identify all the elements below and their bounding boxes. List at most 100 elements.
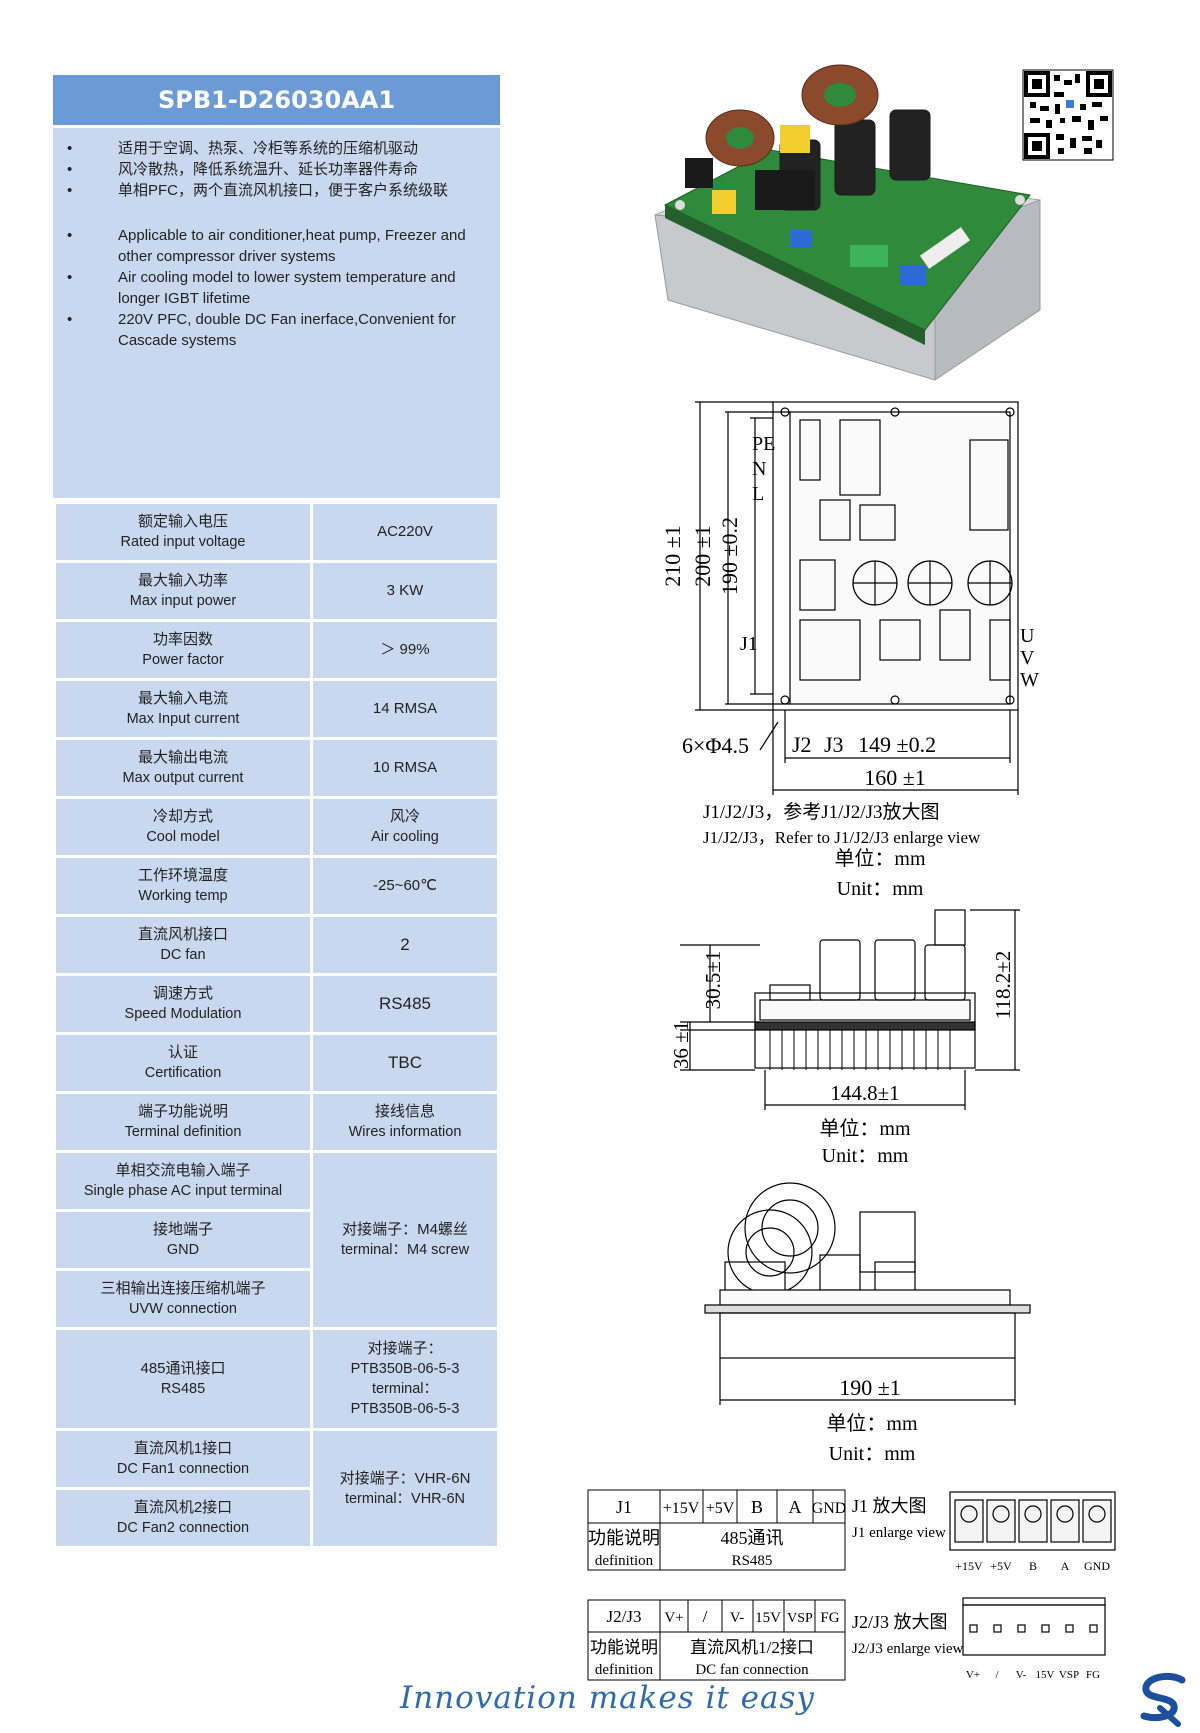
- j1-table: [587, 1489, 846, 1571]
- j1-enlarge-subtitle: J1 enlarge view: [852, 1525, 946, 1541]
- svg-text:+5V: +5V: [990, 1559, 1012, 1573]
- svg-text:210 ±1: 210 ±1: [660, 525, 685, 587]
- j1-pin-labels: +15V +5V B A GND: [955, 1559, 1110, 1573]
- svg-text:FG: FG: [820, 1610, 839, 1626]
- svg-text:W: W: [1020, 669, 1039, 691]
- side-view-drawing: [680, 909, 1020, 1110]
- spec-value: AC220V: [310, 501, 500, 563]
- feature-item: •单相PFC，两个直流风机接口，便于客户系统级联: [67, 182, 449, 199]
- spec-value: -25~60℃: [310, 855, 500, 917]
- svg-text:A: A: [1061, 1559, 1070, 1573]
- svg-text:U: U: [1020, 625, 1035, 647]
- product-photo: [654, 64, 1041, 381]
- feature-item: •Air cooling model to lower system tempe…: [67, 269, 456, 307]
- svg-text:J1: J1: [740, 633, 758, 655]
- feature-item: •适用于空调、热泵、冷柜等系统的压缩机驱动: [67, 140, 419, 157]
- j23-connector-icon: [962, 1597, 1106, 1656]
- svg-text:功能说明: 功能说明: [590, 1638, 658, 1657]
- spec-value: 2: [310, 914, 500, 976]
- spec-value: ＞ 99%: [310, 619, 500, 681]
- svg-text:Unit：mm: Unit：mm: [837, 878, 924, 900]
- slogan: Innovation makes it easy: [400, 1680, 815, 1716]
- svg-text:15V: 15V: [755, 1610, 781, 1626]
- svg-text:J1: J1: [616, 1497, 632, 1517]
- svg-text:RS485: RS485: [732, 1553, 773, 1569]
- svg-text:190 ±1: 190 ±1: [839, 1375, 901, 1400]
- svg-text:160 ±1: 160 ±1: [864, 765, 926, 790]
- svg-text:V: V: [1020, 647, 1035, 669]
- svg-text:+15V: +15V: [955, 1559, 983, 1573]
- svg-text:V+: V+: [664, 1610, 683, 1626]
- svg-text:GND: GND: [1084, 1559, 1110, 1573]
- svg-text:definition: definition: [595, 1553, 654, 1569]
- j23-pin-labels: V+ / V- 15V VSP FG: [966, 1669, 1100, 1681]
- spec-value: 14 RMSA: [310, 678, 500, 740]
- svg-text:B: B: [1029, 1559, 1037, 1573]
- svg-text:15V: 15V: [1036, 1669, 1055, 1681]
- front-view-labels: 190 ±1 单位：mm Unit：mm: [826, 1375, 918, 1465]
- svg-text:Unit：mm: Unit：mm: [822, 1145, 909, 1167]
- svg-text:30.5±1: 30.5±1: [701, 951, 725, 1010]
- svg-text:V+: V+: [966, 1669, 980, 1681]
- feature-item: •风冷散热，降低系统温升、延长功率器件寿命: [67, 161, 419, 178]
- svg-text:118.2±2: 118.2±2: [991, 951, 1015, 1020]
- spec-value: 10 RMSA: [310, 737, 500, 799]
- svg-text:FG: FG: [1086, 1669, 1100, 1681]
- svg-text:6×Φ4.5: 6×Φ4.5: [682, 733, 749, 758]
- svg-text:J2: J2: [792, 732, 812, 757]
- j23-table-text: J2/J3 V+ / V- 15V VSP FG 功能说明 definition…: [590, 1607, 840, 1678]
- svg-text:VSP: VSP: [1059, 1669, 1079, 1681]
- j23-enlarge-title: J2/J3 放大图: [852, 1612, 948, 1632]
- svg-text:B: B: [751, 1497, 763, 1517]
- front-view-drawing: [704, 1182, 1031, 1405]
- j1-table-text: J1 +15V +5V B A GND 功能说明 definition 485通…: [588, 1497, 846, 1569]
- svg-text:Unit：mm: Unit：mm: [829, 1443, 916, 1465]
- spec-sheet: SPB1-D26030AA1 •适用于空调、热泵、冷柜等系统的压缩机驱动 •风冷…: [53, 75, 500, 1549]
- svg-text:149 ±0.2: 149 ±0.2: [858, 732, 936, 757]
- svg-text:36 ±1: 36 ±1: [669, 1021, 693, 1069]
- svg-text:190 ±0.2: 190 ±0.2: [717, 517, 742, 595]
- svg-text:J1/J2/J3，Refer to J1/J2/J3 enl: J1/J2/J3，Refer to J1/J2/J3 enlarge view: [703, 828, 981, 847]
- svg-text:GND: GND: [812, 1500, 847, 1517]
- side-view-labels: 30.5±1 36 ±1 118.2±2 144.8±1 单位：mm Unit：…: [669, 951, 1015, 1167]
- svg-text:/: /: [703, 1607, 708, 1626]
- svg-text:A: A: [789, 1497, 802, 1517]
- company-logo-icon: [1140, 1672, 1186, 1727]
- svg-text:definition: definition: [595, 1662, 654, 1678]
- svg-text:J3: J3: [824, 732, 844, 757]
- spec-value: RS485: [310, 973, 500, 1035]
